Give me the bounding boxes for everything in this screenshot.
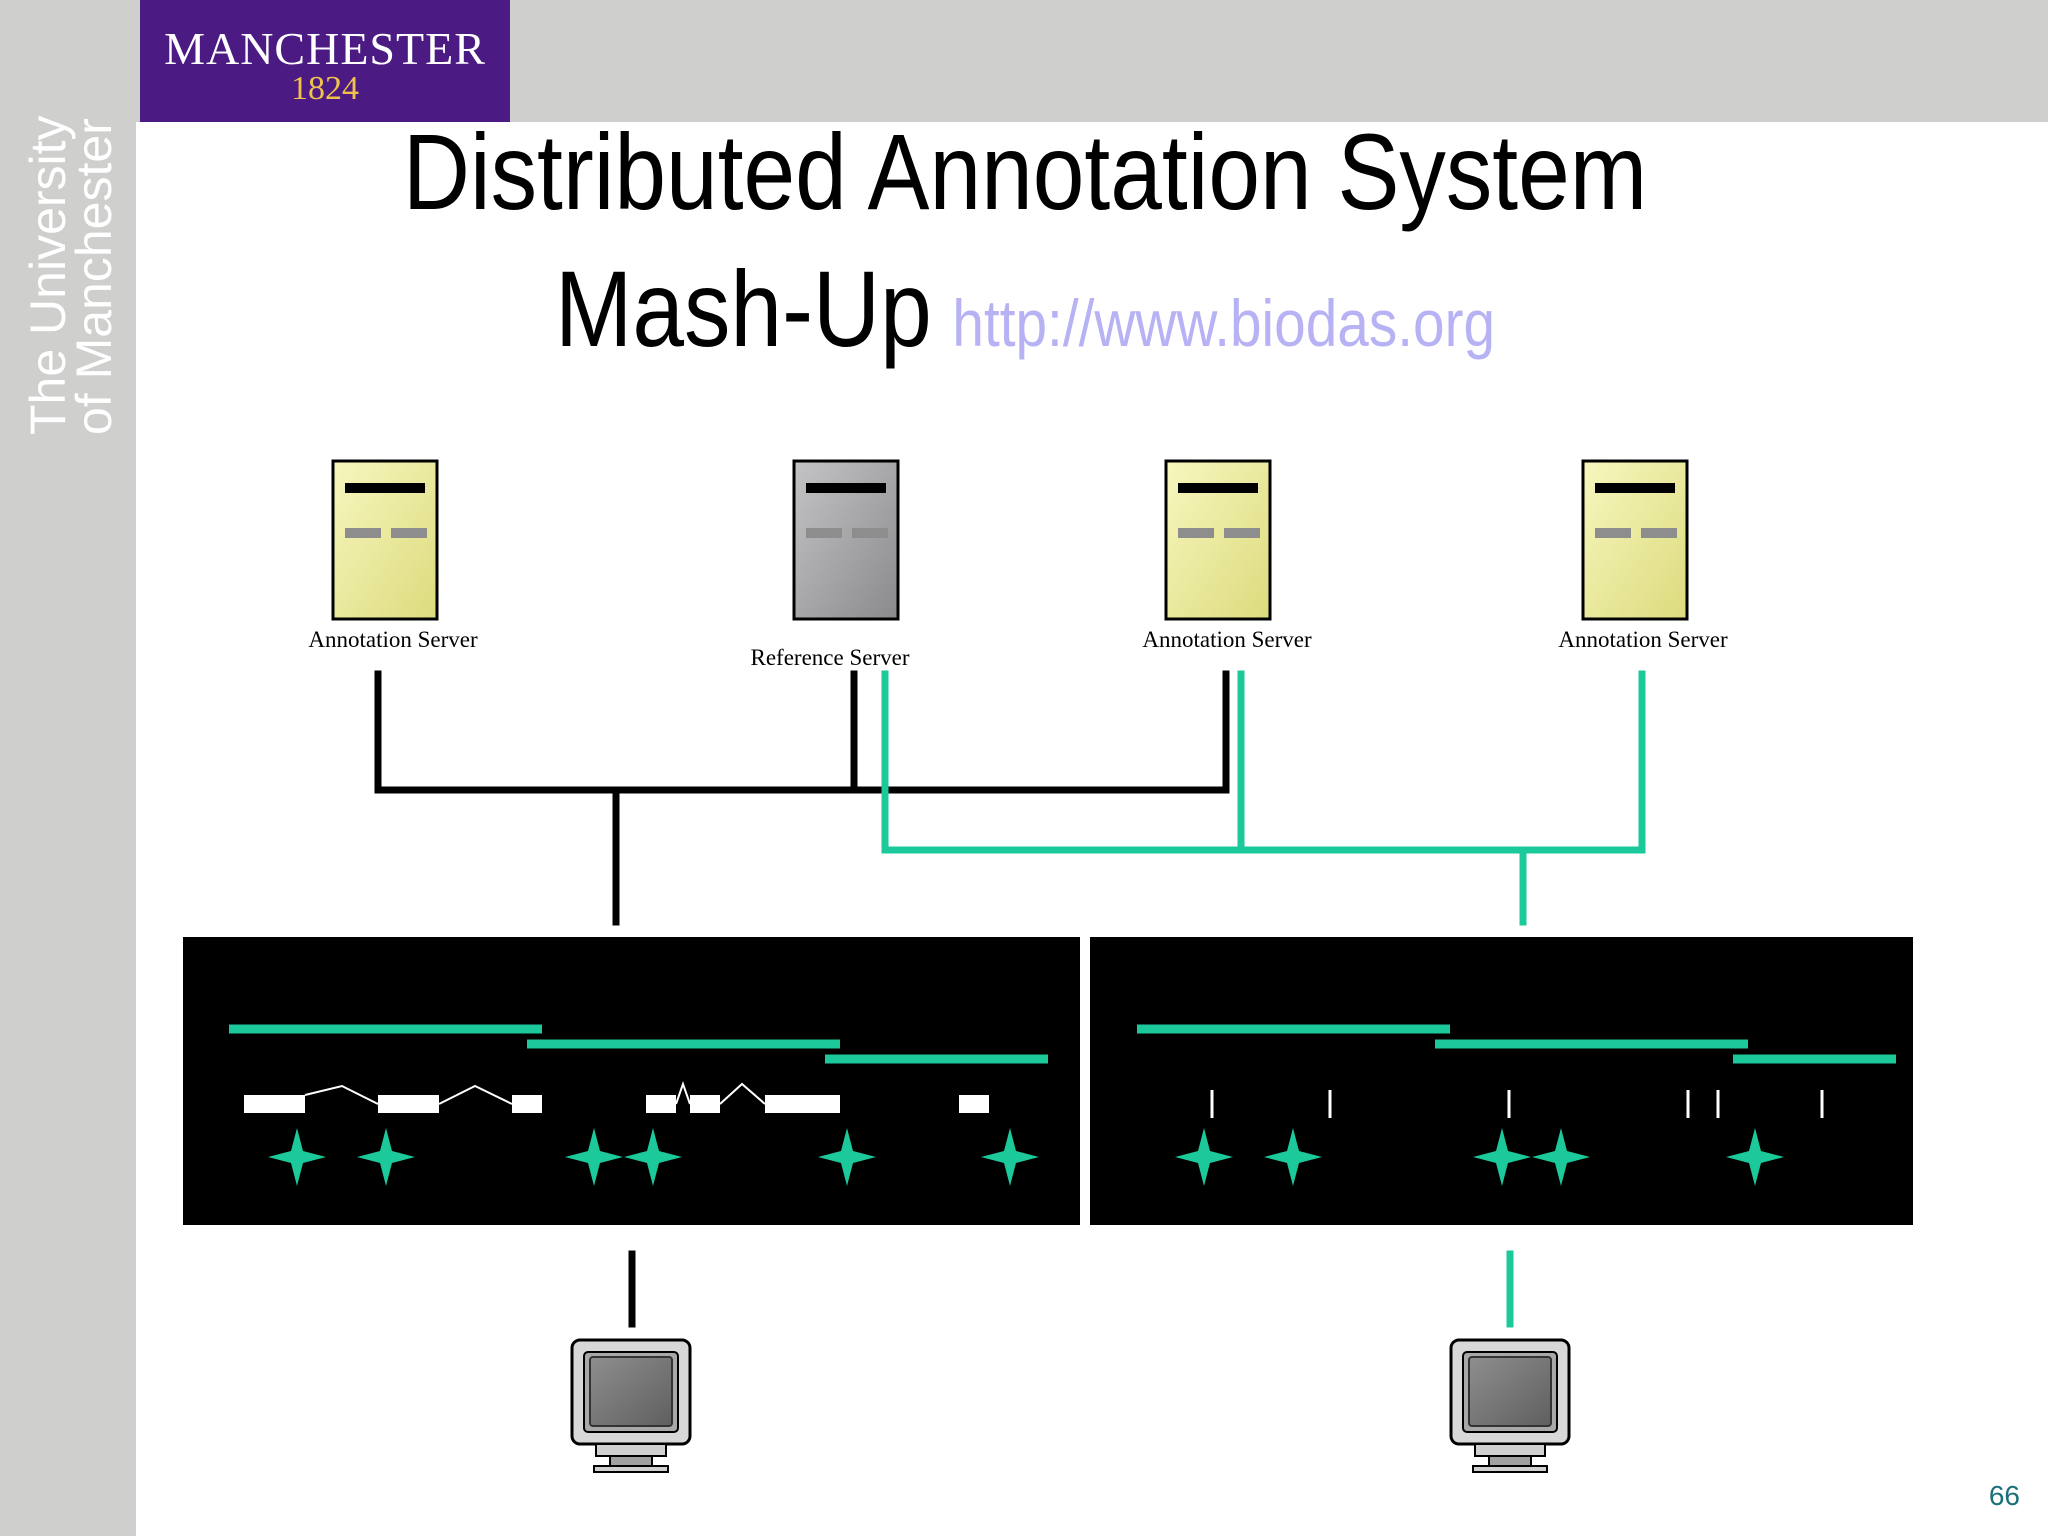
server-icon <box>1581 459 1689 621</box>
server-icon <box>331 459 439 621</box>
gene-model-exons <box>244 1095 989 1113</box>
server-icon <box>792 459 900 621</box>
server-label-reference: Reference Server <box>751 645 910 670</box>
computer-monitor-icon <box>1449 1338 1571 1474</box>
side-bar <box>0 0 136 1536</box>
logo-name: MANCHESTER <box>164 23 486 74</box>
server-label-annotation-2: Annotation Server <box>1142 627 1312 652</box>
university-logo: MANCHESTER 1824 <box>140 0 510 122</box>
slide-title-mashup: Mash-Up <box>554 248 932 369</box>
server-label-annotation-3: Annotation Server <box>1558 627 1728 652</box>
gene-model-introns <box>304 1080 766 1105</box>
feature-ticks <box>1210 1090 1824 1118</box>
connection-lines-teal <box>881 670 1646 1328</box>
connection-lines-black <box>374 670 1230 1328</box>
biodas-url-link[interactable]: http://www.biodas.org <box>952 286 1496 360</box>
server-icon <box>1164 459 1272 621</box>
computer-monitor-icon <box>570 1338 692 1474</box>
server-label-annotation-1: Annotation Server <box>308 627 478 652</box>
logo-year: 1824 <box>291 70 359 107</box>
viewer-panel-left <box>183 937 1080 1225</box>
slide-title-line1: Distributed Annotation System <box>402 111 1648 232</box>
page-number: 66 <box>1988 1480 2020 1511</box>
viewer-panel-right <box>1090 937 1913 1225</box>
